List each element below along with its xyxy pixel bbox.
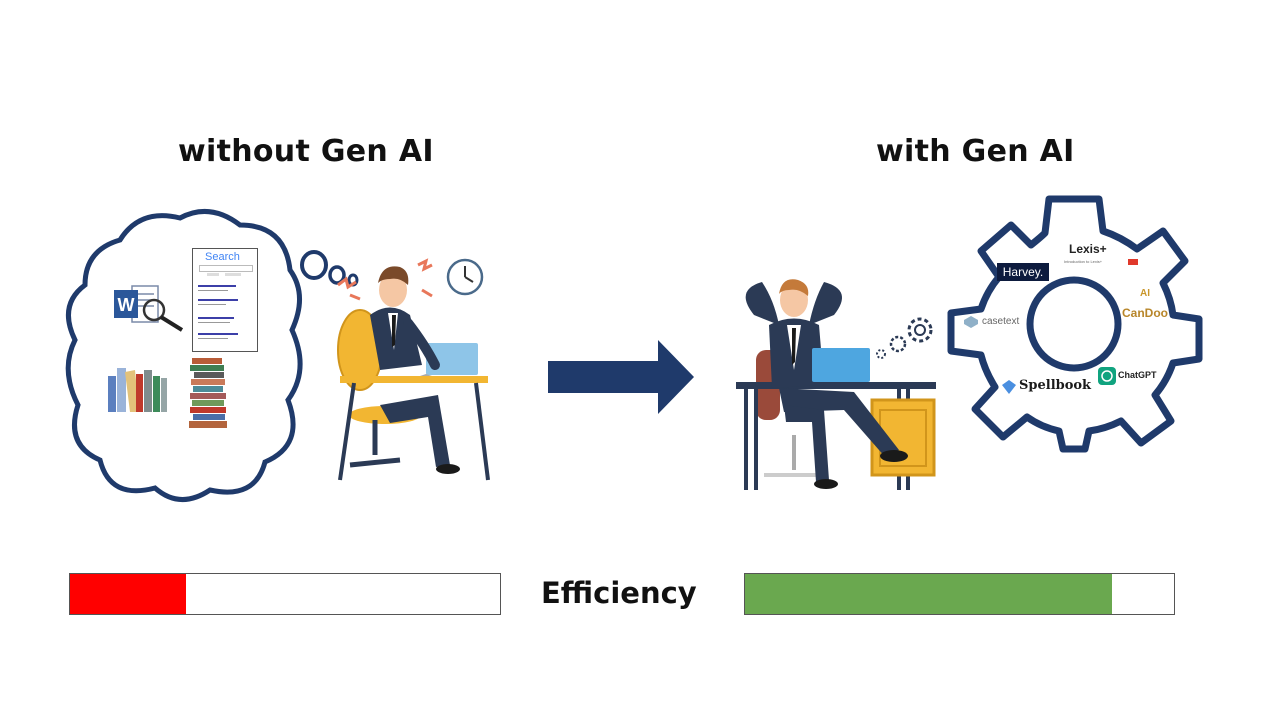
- candoo-logo: CanDoo: [1122, 306, 1168, 320]
- book-stack-icon: [189, 358, 227, 428]
- stressed-man-illustration: [337, 258, 490, 481]
- casetext-icon: [964, 316, 978, 328]
- candoo-mark: AI: [1140, 288, 1150, 299]
- binders-icon: [108, 368, 167, 412]
- search-page-mockup: Search: [192, 248, 258, 352]
- efficiency-fill-without-gen-ai: [70, 574, 187, 614]
- lexis-logo: Lexis+: [1069, 242, 1107, 256]
- chatgpt-icon: [1098, 367, 1116, 385]
- heading-without-gen-ai: without Gen AI: [178, 134, 434, 169]
- thought-dots: [300, 250, 359, 287]
- efficiency-fill-with-gen-ai: [745, 574, 1112, 614]
- efficiency-bar-with-gen-ai: [744, 573, 1175, 615]
- transition-arrow: [548, 340, 694, 414]
- clock-icon: [446, 258, 484, 296]
- heading-with-gen-ai: with Gen AI: [876, 134, 1075, 169]
- word-document-icon: W: [114, 285, 184, 332]
- efficiency-bar-without-gen-ai: [69, 573, 501, 615]
- svg-text:W: W: [118, 295, 135, 315]
- lexis-subtitle: Introduction to Lexis+: [1064, 259, 1103, 264]
- efficiency-label: Efficiency: [541, 576, 697, 610]
- search-label: Search: [205, 251, 240, 263]
- lexis-badge: [1128, 259, 1138, 265]
- small-gears-icon: [876, 317, 933, 359]
- relaxed-man-illustration: [736, 279, 936, 490]
- spellbook-icon: [1002, 380, 1016, 394]
- thought-cloud: [65, 208, 303, 502]
- spellbook-logo: Spellbook: [1019, 378, 1092, 393]
- search-field: [199, 265, 253, 272]
- chatgpt-logo: ChatGPT: [1118, 370, 1157, 380]
- casetext-logo: casetext: [982, 316, 1020, 327]
- harvey-logo: Harvey.: [997, 263, 1049, 281]
